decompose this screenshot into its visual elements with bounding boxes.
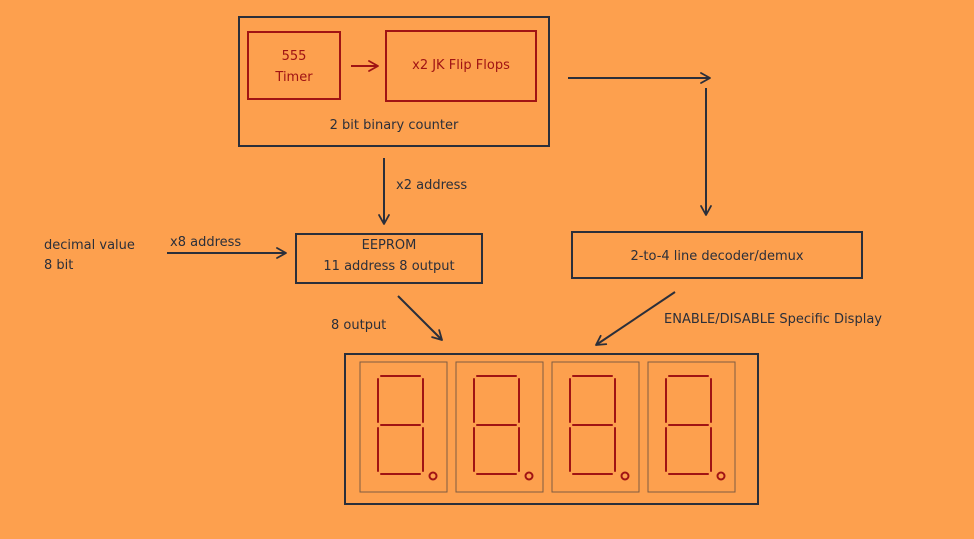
digit-frame-3 (551, 361, 640, 493)
flipflops-box (385, 30, 537, 102)
counter-box (238, 16, 550, 147)
digit-3-decimal-point (620, 471, 630, 481)
address-x2-label: x2 address (396, 178, 468, 193)
timer-label-line2: Timer (275, 70, 313, 85)
eeprom-to-display-arrow (397, 295, 443, 341)
eeprom-title: EEPROM (361, 238, 417, 253)
digit-1-decimal-point (428, 471, 438, 481)
flipflops-label: x2 JK Flip Flops (412, 58, 510, 73)
address-x8-label: x8 address (170, 235, 242, 250)
digit-frame-4 (647, 361, 736, 493)
decoder-label: 2-to-4 line decoder/demux (630, 249, 804, 264)
digit-frame-2 (455, 361, 544, 493)
digit-frame-1 (359, 361, 448, 493)
seven-segment-digits (359, 361, 736, 493)
digit-2-decimal-point (524, 471, 534, 481)
display-box (344, 353, 759, 505)
counter-caption: 2 bit binary counter (329, 118, 459, 133)
digit-4-decimal-point (716, 471, 726, 481)
input-label-line1: decimal value (44, 238, 135, 253)
decoder-box (571, 231, 863, 279)
timer-label-line1: 555 (281, 49, 307, 64)
enable-disable-label: ENABLE/DISABLE Specific Display (664, 312, 882, 327)
eeprom-subtitle: 11 address 8 output (323, 259, 455, 274)
input-label-line2: 8 bit (44, 258, 74, 273)
decoder-to-display-arrow (595, 291, 676, 346)
timer-box (247, 31, 341, 100)
output-8-label: 8 output (331, 318, 387, 333)
eeprom-box (295, 233, 483, 284)
